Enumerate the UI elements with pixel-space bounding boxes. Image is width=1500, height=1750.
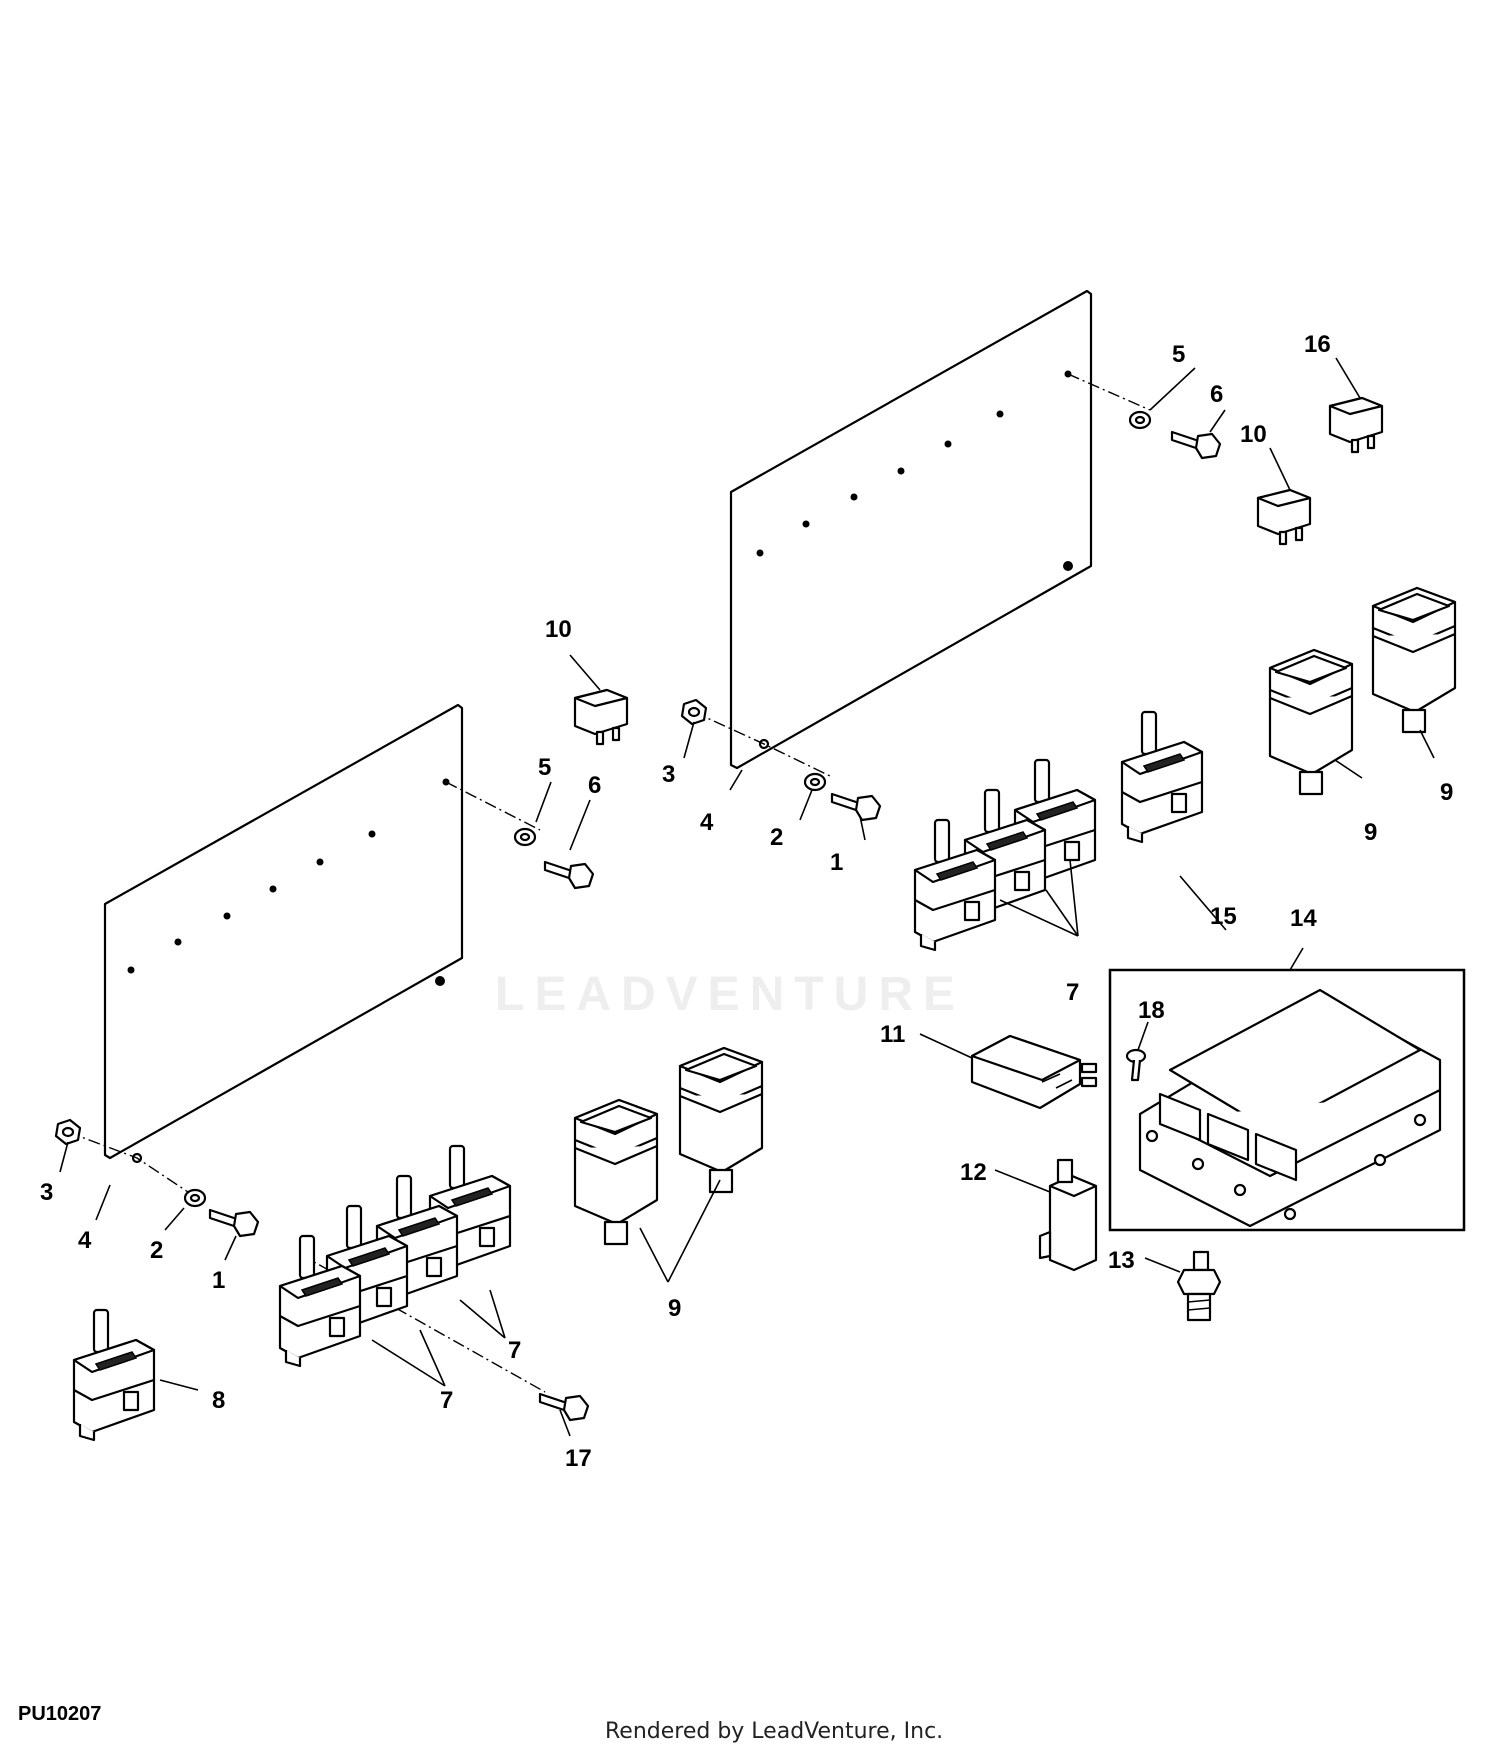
fuse-10-left: [573, 688, 629, 746]
washer-5-right: [1128, 410, 1152, 430]
callout-3-right: 3: [662, 761, 675, 788]
callout-11: 11: [880, 1021, 905, 1048]
mounting-panel-left: [103, 703, 464, 1164]
callout-7-right: 7: [1066, 979, 1079, 1006]
relay-bank-left: [278, 1144, 512, 1368]
bolt-1-left: [208, 1208, 260, 1238]
callout-10-right: 10: [1240, 421, 1267, 448]
sealed-relay-9-right: [1268, 586, 1457, 796]
nut-3-right: [680, 698, 708, 726]
callout-1-left: 1: [212, 1267, 225, 1294]
fuse-10-right: [1256, 488, 1312, 546]
bolt-6-left: [543, 860, 595, 890]
callout-2-left: 2: [150, 1237, 163, 1264]
callout-6-right: 6: [1210, 381, 1223, 408]
washer-5-left: [513, 827, 537, 847]
watermark: LEADVENTURE: [495, 968, 965, 1021]
callout-7-left-upper: 7: [508, 1337, 521, 1364]
callout-18: 18: [1138, 997, 1165, 1024]
callout-3-left: 3: [40, 1179, 53, 1206]
callout-16: 16: [1304, 331, 1331, 358]
controller-14-frame: [1108, 968, 1466, 1232]
sealed-relay-9-left: [573, 1046, 764, 1246]
connector-11: [970, 1034, 1098, 1110]
callout-labels: 10 5 6 5 6 10 16 3 4 2 1 3 4 2 1 7 7 7 9…: [40, 331, 1453, 1472]
callout-13: 13: [1108, 1247, 1135, 1274]
callout-1-right: 1: [830, 849, 843, 876]
callout-9-right-front: 9: [1364, 819, 1377, 846]
callout-8: 8: [212, 1387, 225, 1414]
callout-2-right: 2: [770, 824, 783, 851]
bolt-17: [538, 1392, 590, 1422]
callout-15: 15: [1210, 903, 1237, 930]
screw-18: [1125, 1048, 1147, 1082]
callout-9-left: 9: [668, 1295, 681, 1322]
callout-10-left: 10: [545, 616, 572, 643]
bolt-1-right: [830, 792, 882, 822]
callout-5-right: 5: [1172, 341, 1185, 368]
callout-7-left-lower: 7: [440, 1387, 453, 1414]
relay-15: [1120, 710, 1204, 844]
callout-5-left: 5: [538, 754, 551, 781]
mounting-panel-right: [729, 289, 1093, 770]
callout-17: 17: [565, 1445, 592, 1472]
callout-4-right: 4: [700, 809, 714, 836]
bolt-6-right: [1170, 430, 1222, 460]
sensor-13: [1176, 1250, 1222, 1322]
fuse-16: [1328, 396, 1384, 454]
callout-9-right-back: 9: [1440, 779, 1453, 806]
washer-2-right: [803, 772, 827, 792]
relay-8: [72, 1308, 156, 1442]
sensor-12: [1038, 1158, 1098, 1272]
figure-id: PU10207: [18, 1703, 101, 1725]
leader-lines: [59, 357, 1435, 1437]
callout-4-left: 4: [78, 1227, 92, 1254]
nut-3-left: [54, 1118, 82, 1146]
washer-2-left: [183, 1188, 207, 1208]
footer-credit: Rendered by LeadVenture, Inc.: [605, 1719, 943, 1744]
callout-6-left: 6: [588, 772, 601, 799]
callout-14: 14: [1290, 905, 1317, 932]
callout-12: 12: [960, 1159, 987, 1186]
